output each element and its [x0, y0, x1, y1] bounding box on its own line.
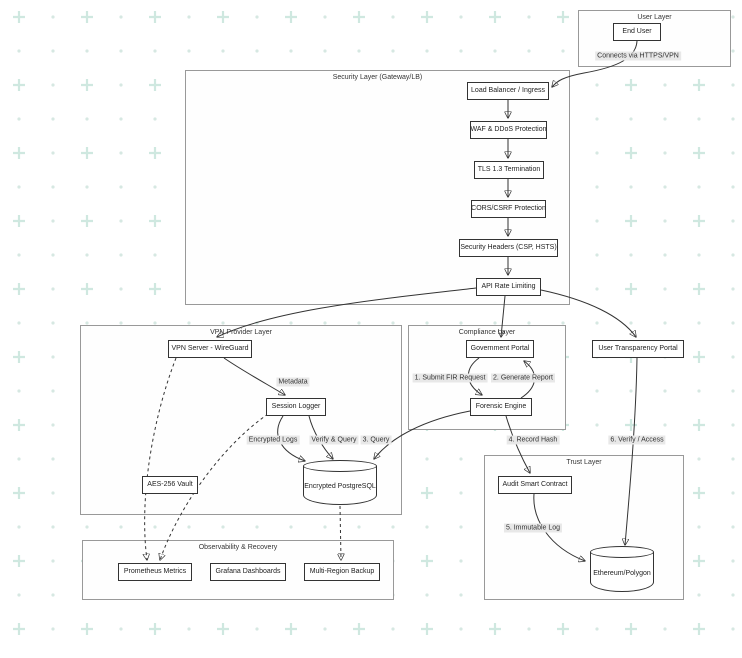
edge-label-query: 3. Query [360, 435, 392, 445]
node-waf-ddos: WAF & DDoS Protection [470, 121, 547, 139]
node-load-balancer: Load Balancer / Ingress [467, 82, 549, 100]
node-cors-csrf: CORS/CSRF Protection [471, 200, 546, 218]
edge-label-verify-access: 6. Verify / Access [608, 435, 666, 445]
cluster-compliance-layer-title: Compliance Layer [458, 329, 516, 336]
node-vpn-server: VPN Server - WireGuard [168, 340, 252, 358]
node-forensic-engine: Forensic Engine [470, 398, 532, 416]
edge-label-generate-report: 2. Generate Report [491, 373, 555, 383]
cluster-trust-layer-title: Trust Layer [566, 459, 602, 466]
node-session-logger: Session Logger [266, 398, 326, 416]
edge-label-verify-query: Verify & Query [309, 435, 359, 445]
node-prometheus-metrics: Prometheus Metrics [118, 563, 192, 581]
node-end-user: End User [613, 23, 661, 41]
cluster-user-layer-title: User Layer [637, 14, 672, 21]
node-encrypted-postgresql-label: Encrypted PostgreSQL [304, 483, 376, 491]
node-ethereum-polygon-label: Ethereum/Polygon [593, 569, 651, 577]
node-multi-region-backup: Multi-Region Backup [304, 563, 380, 581]
edge-label-immutable-log: 5. Immutable Log [503, 523, 563, 533]
cluster-security-layer-title: Security Layer (Gateway/LB) [332, 74, 423, 81]
cluster-observability-layer-title: Observability & Recovery [198, 544, 278, 551]
edge-label-record-hash: 4. Record Hash [506, 435, 560, 445]
node-security-headers: Security Headers (CSP, HSTS) [459, 239, 558, 257]
node-government-portal: Government Portal [466, 340, 534, 358]
node-tls-termination: TLS 1.3 Termination [474, 161, 544, 179]
node-encrypted-postgresql-cylinder: Encrypted PostgreSQL [303, 460, 377, 505]
edge-label-submit-fir: 1. Submit FIR Request [412, 373, 488, 383]
cluster-vpn-provider-layer-title: VPN Provider Layer [210, 329, 272, 336]
edge-label-connects: Connects via HTTPS/VPN [595, 51, 681, 61]
edge-label-encrypted-logs: Encrypted Logs [246, 435, 300, 445]
node-aes-vault: AES-256 Vault [142, 476, 198, 494]
edge-label-metadata: Metadata [276, 377, 310, 387]
node-ethereum-polygon-cylinder: Ethereum/Polygon [590, 546, 654, 592]
node-user-transparency-portal: User Transparency Portal [592, 340, 684, 358]
node-audit-smart-contract: Audit Smart Contract [498, 476, 572, 494]
cluster-security-layer: Security Layer (Gateway/LB) [185, 70, 570, 305]
node-api-rate-limiting: API Rate Limiting [476, 278, 541, 296]
node-grafana-dashboards: Grafana Dashboards [210, 563, 286, 581]
